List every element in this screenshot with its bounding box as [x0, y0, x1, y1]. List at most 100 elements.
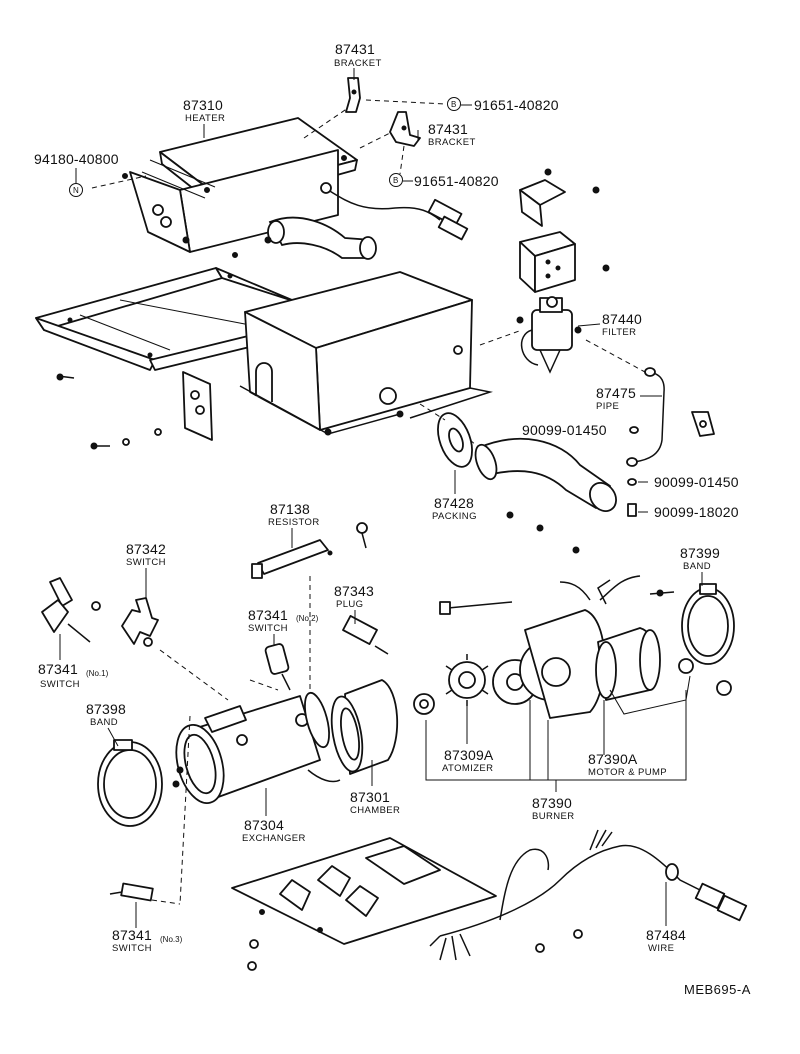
switch-87342: [121, 597, 159, 647]
diagram-reference-code: MEB695-A: [684, 982, 751, 997]
part-name: FILTER: [602, 327, 636, 338]
bracket-87431-lower: [389, 111, 421, 147]
part-number: 87431: [428, 121, 468, 137]
part-note: (No.3): [160, 935, 183, 944]
heater-cover: [239, 271, 493, 436]
part-number: 87390: [532, 795, 572, 811]
symbol-b-upper: B: [447, 97, 461, 111]
part-number: 91651-40820: [474, 97, 559, 113]
part-note: (No.2): [296, 614, 319, 623]
label-87138: 87138 RESISTOR: [268, 501, 320, 548]
svg-text:B: B: [393, 176, 398, 185]
part-name: PACKING: [432, 511, 477, 522]
combustion-chamber-87301: [330, 679, 399, 775]
part-number: 87440: [602, 311, 642, 327]
part-number: 87309A: [444, 747, 494, 763]
label-87341-no1: 87341 (No.1) SWITCH: [38, 634, 109, 690]
part-name: RESISTOR: [268, 517, 320, 528]
base-plate: [231, 837, 497, 971]
label-87399: 87399 BAND: [680, 545, 720, 586]
symbol-b-lower: B: [389, 173, 403, 187]
part-number: 87341: [248, 607, 288, 623]
part-name: EXCHANGER: [242, 833, 306, 844]
part-name: PIPE: [596, 401, 619, 412]
long-bolt: [439, 601, 513, 615]
label-87341-no2: 87341 SWITCH (No.2): [248, 607, 319, 646]
bolt-right: [649, 589, 675, 597]
part-number: 87138: [270, 501, 310, 517]
label-87342: 87342 SWITCH: [126, 541, 166, 598]
label-90099-01450-a: 90099-01450: [522, 422, 607, 438]
part-number: 87399: [680, 545, 720, 561]
heat-exchanger-87304: [172, 691, 341, 804]
part-name: WIRE: [648, 943, 674, 954]
part-number: 87341: [38, 661, 78, 677]
exhaust-duct: [474, 437, 617, 512]
part-number: 87343: [334, 583, 374, 599]
part-name: BRACKET: [428, 137, 476, 148]
switch-87341-no2: [264, 643, 291, 691]
svg-text:B: B: [451, 100, 456, 109]
part-number: 87304: [244, 817, 284, 833]
part-number: 90099-18020: [654, 504, 739, 520]
atomizer-87309A: [413, 654, 489, 715]
band-87399: [681, 583, 735, 665]
label-94180-40800: 94180-40800: [34, 151, 119, 183]
bracket-87431-upper: [345, 77, 361, 113]
part-name: ATOMIZER: [442, 763, 493, 774]
part-name: BAND: [683, 561, 711, 572]
part-number: 90099-01450: [654, 474, 739, 490]
label-87428: 87428 PACKING: [432, 470, 477, 522]
part-number: 87484: [646, 927, 686, 943]
mounting-plate: [182, 371, 213, 441]
part-number: 94180-40800: [34, 151, 119, 167]
small-fasteners-right: [627, 426, 639, 517]
label-87390: 87390 BURNER: [532, 780, 575, 822]
screw: [356, 522, 368, 549]
plug-87343: [342, 614, 389, 655]
switch-87341-no1: [41, 577, 101, 643]
label-87398: 87398 BAND: [86, 701, 126, 747]
symbol-n: N: [69, 183, 83, 197]
fuel-pipe-87475: [626, 367, 665, 467]
switch-87341-no3: [109, 882, 154, 902]
part-name: BURNER: [532, 811, 575, 822]
part-name: SWITCH: [248, 623, 288, 634]
relay-block: [519, 168, 610, 293]
wire-harness-87484: [429, 829, 748, 961]
part-name: SWITCH: [40, 679, 80, 690]
label-91651-40820-upper: 91651-40820: [461, 97, 559, 113]
label-87475: 87475 PIPE: [596, 385, 662, 412]
resistor-87138: [251, 539, 333, 579]
label-87484: 87484 WIRE: [646, 882, 686, 954]
part-number: 87301: [350, 789, 390, 805]
part-name: SWITCH: [126, 557, 166, 568]
motor-and-pump-87390A: [559, 575, 732, 715]
part-name: BRACKET: [334, 58, 382, 69]
label-87431-lower: 87431 BRACKET: [417, 121, 476, 148]
label-87309A: 87309A ATOMIZER: [442, 700, 494, 774]
part-number: 87428: [434, 495, 474, 511]
label-91651-40820-lower: 91651-40820: [403, 173, 499, 189]
label-87440: 87440 FILTER: [577, 311, 642, 338]
band-87398: [97, 739, 163, 827]
part-number: 87310: [183, 97, 223, 113]
part-name: HEATER: [185, 113, 225, 124]
part-name: BAND: [90, 717, 118, 728]
label-87390A: 87390A MOTOR & PUMP: [588, 751, 667, 778]
fuel-filter-87440: [516, 296, 582, 374]
part-name: CHAMBER: [350, 805, 400, 816]
svg-text:N: N: [73, 186, 79, 195]
part-name: PLUG: [336, 599, 363, 610]
bolts-left: [56, 373, 162, 450]
part-number: 87390A: [588, 751, 638, 767]
part-name: MOTOR & PUMP: [588, 767, 667, 778]
part-number: 87475: [596, 385, 636, 401]
label-87341-no3: 87341 (No.3) SWITCH: [112, 902, 183, 954]
part-name: SWITCH: [112, 943, 152, 954]
label-87343: 87343 PLUG: [334, 583, 374, 624]
clip: [691, 411, 715, 437]
label-90099-01450-b: 90099-01450: [638, 474, 739, 490]
